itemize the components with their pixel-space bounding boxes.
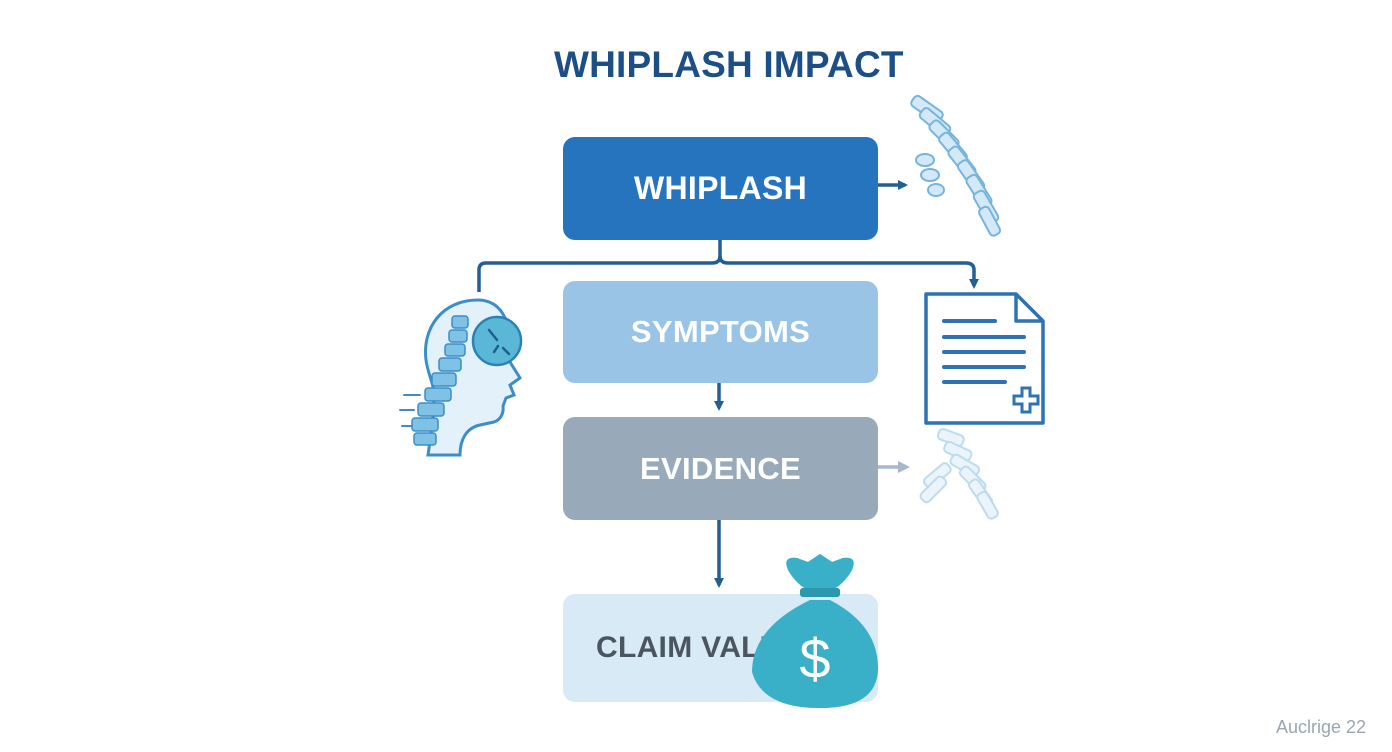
faded-spine-icon	[919, 427, 999, 520]
diagram-title: WHIPLASH IMPACT	[554, 44, 904, 85]
step-evidence-box: EVIDENCE	[563, 417, 878, 520]
footer-watermark: Auclrige 22	[1275, 717, 1366, 737]
step-claim-value-label: CLAIM VALU	[596, 631, 782, 664]
connector-lines	[477, 180, 979, 588]
spine-icon	[910, 94, 1002, 237]
step-whiplash-label: WHIPLASH	[633, 170, 808, 206]
step-evidence-label: EVIDENCE	[640, 450, 801, 486]
step-claim-value-box: CLAIM VALU	[563, 594, 878, 702]
branch-right-to-document	[718, 255, 979, 289]
head-spine-icon	[399, 298, 523, 457]
step-symptoms-label: SYMPTOMS	[630, 314, 811, 349]
step-symptoms-box: SYMPTOMS	[563, 281, 878, 383]
step-whiplash-box: WHIPLASH	[563, 137, 878, 240]
medical-document-icon	[924, 292, 1045, 425]
